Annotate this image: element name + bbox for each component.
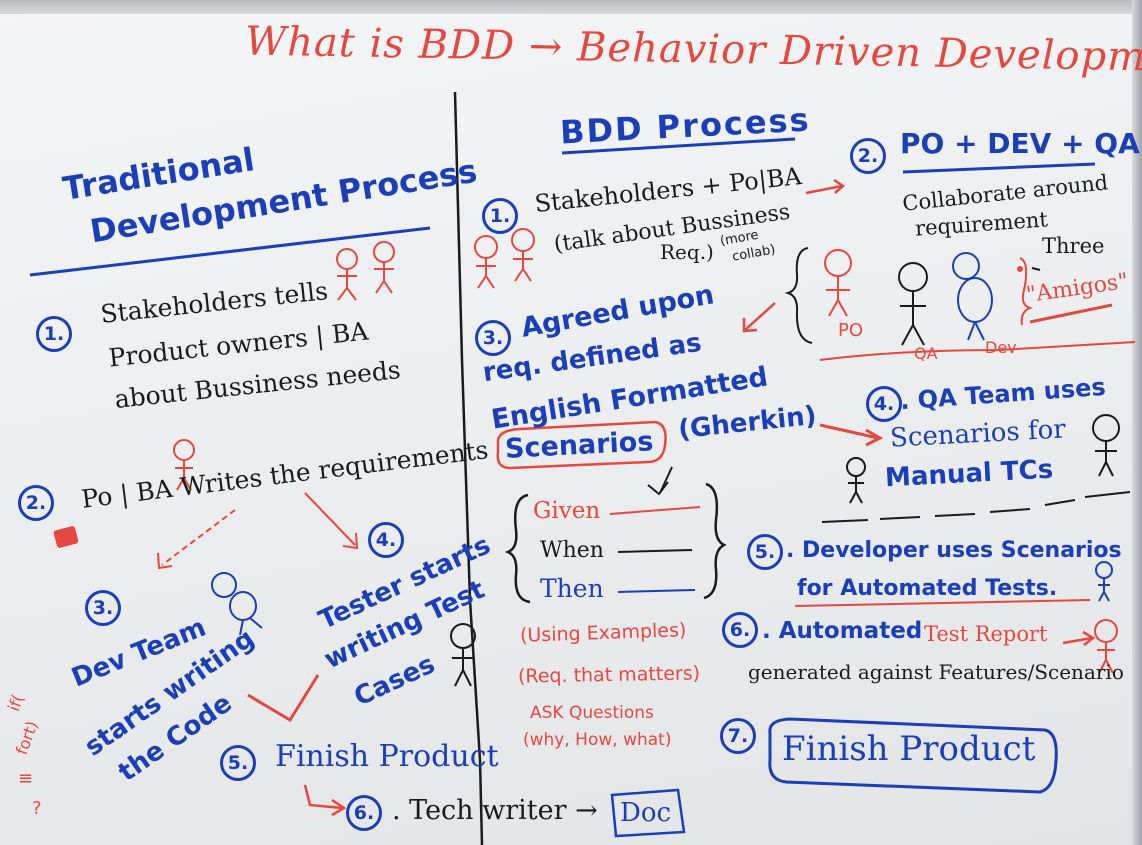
arrow-step2-step3 <box>161 509 236 566</box>
arrow-step1-step2 <box>805 184 843 195</box>
step-number-5: 5. <box>220 745 256 781</box>
given-label: Given <box>533 498 601 524</box>
doc-label: Doc <box>620 798 672 828</box>
bdd-step-number-5: 5. <box>747 534 783 570</box>
bdd-step5-line2: for Automated Tests. <box>797 576 1058 601</box>
stick-figures-red <box>173 228 1118 674</box>
traditional-underline <box>29 226 431 277</box>
po-label: PO <box>838 320 864 341</box>
step-number-3: 3. <box>85 590 121 626</box>
when-label: When <box>540 538 604 563</box>
arrow-gherkin-step4 <box>819 423 879 440</box>
stick-figures-black <box>450 262 1120 687</box>
gwt-brace-left <box>504 493 531 604</box>
margin-note-line3: ≡ <box>18 768 34 789</box>
bdd-note-req-matters: (Req. that matters) <box>517 662 701 688</box>
doc-box <box>610 788 686 838</box>
bdd-step-number-4: 4. <box>866 386 902 422</box>
step-number-2: 2. <box>18 485 54 521</box>
amigos-heading-underline <box>902 162 1096 174</box>
amigos-bracket-left <box>784 247 813 344</box>
check-mark <box>247 674 320 723</box>
scenarios-label: Scenarios <box>504 426 655 465</box>
arrow-finish-techwriter <box>303 784 343 810</box>
three-label: Three <box>1042 234 1105 258</box>
given-line <box>609 506 701 515</box>
qa-label: QA <box>914 344 938 363</box>
step-number-4: 4. <box>368 522 404 558</box>
then-line <box>617 589 696 593</box>
board-frame-right <box>1132 0 1142 845</box>
center-divider-line <box>453 91 484 845</box>
arrow-amigos-step3 <box>744 302 776 331</box>
bdd-step-number-2: 2. <box>850 138 886 174</box>
left-step5-text: Finish Product <box>275 739 499 774</box>
arrow-step2-step4 <box>304 492 356 546</box>
scenarios-box <box>496 420 667 470</box>
bdd-note-ask-questions: ASK Questions <box>530 703 654 723</box>
left-step6-text: . Tech writer → <box>392 795 598 826</box>
margin-note-line4: ? <box>32 798 42 819</box>
bdd-step1-line3: Req.) <box>660 240 714 264</box>
finish-product-box <box>768 717 1058 794</box>
bdd-step-number-1: 1. <box>482 198 518 234</box>
bdd-step2-heading: PO + DEV + QA <box>900 127 1140 160</box>
then-label: Then <box>540 574 604 603</box>
bdd-note-why-how-what: (why, How, what) <box>523 730 672 750</box>
dev-label: Dev <box>985 338 1017 357</box>
gwt-brace-right <box>703 482 727 600</box>
when-line <box>617 549 693 553</box>
bdd-step-number-6: 6. <box>722 612 758 648</box>
dashed-separator <box>821 491 1131 523</box>
amigos-brace-right <box>1019 257 1034 326</box>
red-marker-smudge <box>53 526 79 548</box>
step-number-6: 6. <box>346 795 382 831</box>
bdd-step6-part2: Test Report <box>924 622 1048 646</box>
amigos-underline-red <box>819 341 1136 361</box>
bdd-step-number-7: 7. <box>720 718 756 754</box>
bdd-step6-line2: generated against Features/Scenario <box>748 660 1124 684</box>
bdd-finish-product: Finish Product <box>782 729 1036 769</box>
bdd-step5-line1: . Developer uses Scenarios <box>786 538 1122 563</box>
step-number-1: 1. <box>36 316 72 352</box>
stick-figures-blue <box>211 252 1113 636</box>
bdd-step6-part1: . Automated <box>762 618 923 644</box>
bdd-step-number-3: 3. <box>475 320 511 356</box>
board-frame-top <box>0 0 1142 14</box>
bdd-underline <box>561 137 796 155</box>
